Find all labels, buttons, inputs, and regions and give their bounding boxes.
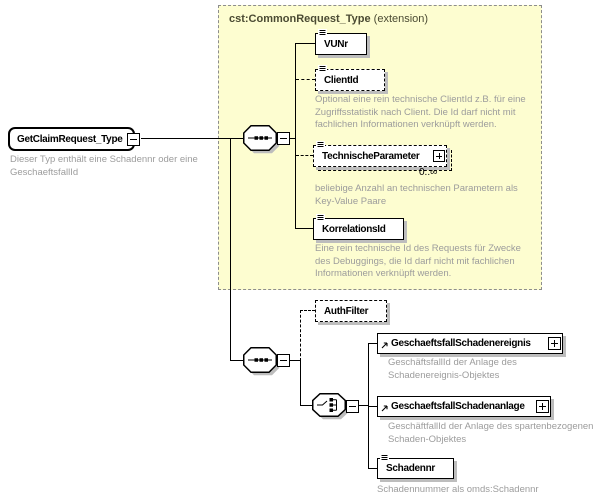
repeat-stack-border bbox=[318, 150, 452, 171]
connector bbox=[368, 343, 377, 344]
expand-toggle[interactable] bbox=[548, 337, 561, 350]
connector bbox=[296, 155, 313, 156]
element-authfilter[interactable]: AuthFilter bbox=[315, 300, 387, 322]
sequence-icon[interactable] bbox=[243, 347, 281, 377]
connector bbox=[296, 228, 313, 229]
element-geschaeftsfallschadenereignis[interactable]: GeschaeftsfallSchadenereignis bbox=[377, 333, 563, 354]
element-label: VUNr bbox=[324, 38, 348, 50]
connector bbox=[359, 405, 368, 406]
collapse-toggle[interactable] bbox=[127, 133, 140, 146]
clientid-doc-line: Optional eine rein technische ClientId z… bbox=[315, 94, 526, 105]
schadenereignis-doc-line: GeschäftsfallId der Anlage des bbox=[388, 357, 517, 368]
korrelationsid-doc-line: des Debuggings, die Id darf nicht mit fa… bbox=[315, 255, 515, 267]
connector bbox=[296, 79, 315, 80]
connector bbox=[290, 138, 296, 139]
element-label: GeschaeftsfallSchadenanlage bbox=[391, 401, 525, 412]
connector bbox=[295, 43, 296, 229]
connector bbox=[368, 406, 377, 407]
connector bbox=[300, 310, 315, 311]
annotation-icon bbox=[316, 214, 325, 222]
annotation-icon bbox=[380, 454, 389, 462]
element-vunr[interactable]: VUNr bbox=[315, 29, 367, 55]
expand-toggle[interactable] bbox=[433, 150, 445, 162]
connector bbox=[300, 405, 313, 406]
clientid-doc-line: Zugriffsstatistik nach Client. Die Id da… bbox=[315, 106, 516, 118]
extension-type-name: cst:CommonRequest_Type bbox=[229, 13, 371, 25]
reference-arrow-icon bbox=[381, 342, 388, 349]
element-schadennr[interactable]: Schadennr bbox=[377, 454, 454, 479]
schadenanlage-doc-line: Schaden-Objektes bbox=[388, 433, 467, 445]
element-clientid[interactable]: ClientId bbox=[315, 65, 385, 91]
connector bbox=[230, 138, 231, 361]
connector bbox=[290, 360, 300, 361]
root-type-box[interactable]: GetClaimRequest_Type bbox=[8, 127, 140, 151]
extension-suffix: (extension) bbox=[370, 13, 429, 25]
element-label: GeschaeftsfallSchadenereignis bbox=[391, 338, 531, 349]
connector bbox=[296, 43, 315, 44]
connector bbox=[300, 360, 301, 406]
technischeparameter-doc-line: beliebige Anzahl an technischen Paramete… bbox=[315, 183, 518, 194]
element-label: ClientId bbox=[324, 74, 359, 86]
element-label: AuthFilter bbox=[324, 305, 369, 317]
element-korrelationsid[interactable]: KorrelationsId bbox=[313, 214, 404, 240]
schadenanlage-doc-line: GeschäftfallId der Anlage des spartenbez… bbox=[388, 421, 594, 432]
korrelationsid-doc-line: Eine rein technische Id des Requests für… bbox=[315, 243, 521, 254]
clientid-doc-line: fachlichen Informationen verknüpft werde… bbox=[315, 119, 497, 130]
collapse-toggle[interactable] bbox=[277, 354, 290, 367]
root-type-label: GetClaimRequest_Type bbox=[17, 133, 123, 145]
connector bbox=[368, 343, 369, 468]
collapse-toggle[interactable] bbox=[346, 400, 359, 413]
collapse-toggle[interactable] bbox=[277, 132, 290, 145]
sequence-icon[interactable] bbox=[243, 125, 281, 155]
korrelationsid-doc-line: Informationen verknüpft werden. bbox=[315, 268, 452, 279]
element-label: Schadennr bbox=[386, 463, 435, 474]
connector bbox=[141, 138, 245, 139]
annotation-icon bbox=[318, 29, 327, 37]
element-geschaeftsfallschadenanlage[interactable]: GeschaeftsfallSchadenanlage bbox=[377, 396, 551, 417]
element-technischeparameter[interactable]: TechnischeParameter bbox=[313, 141, 447, 167]
technischeparameter-doc-line: Key-Value Paare bbox=[315, 195, 387, 207]
connector bbox=[230, 360, 245, 361]
extension-title: cst:CommonRequest_Type (extension) bbox=[229, 13, 428, 25]
schadennr-doc-line: Schadennummer als omds:Schadennr bbox=[377, 484, 539, 495]
reference-arrow-icon bbox=[381, 405, 388, 412]
annotation-icon bbox=[318, 65, 327, 73]
root-doc-line: Dieser Typ enthält eine Schadennr oder e… bbox=[10, 154, 198, 165]
connector bbox=[300, 310, 301, 361]
element-label: KorrelationsId bbox=[322, 223, 386, 235]
connector bbox=[368, 468, 377, 469]
schadenereignis-doc-line: Schadenereignis-Objektes bbox=[388, 369, 500, 381]
choice-icon[interactable] bbox=[312, 393, 350, 421]
root-doc-line: GeschaeftsfallId bbox=[10, 166, 79, 178]
occurrence-label: 0..∞ bbox=[419, 167, 438, 178]
element-label: TechnischeParameter bbox=[322, 150, 420, 162]
expand-toggle[interactable] bbox=[536, 400, 549, 413]
annotation-icon bbox=[316, 141, 325, 149]
